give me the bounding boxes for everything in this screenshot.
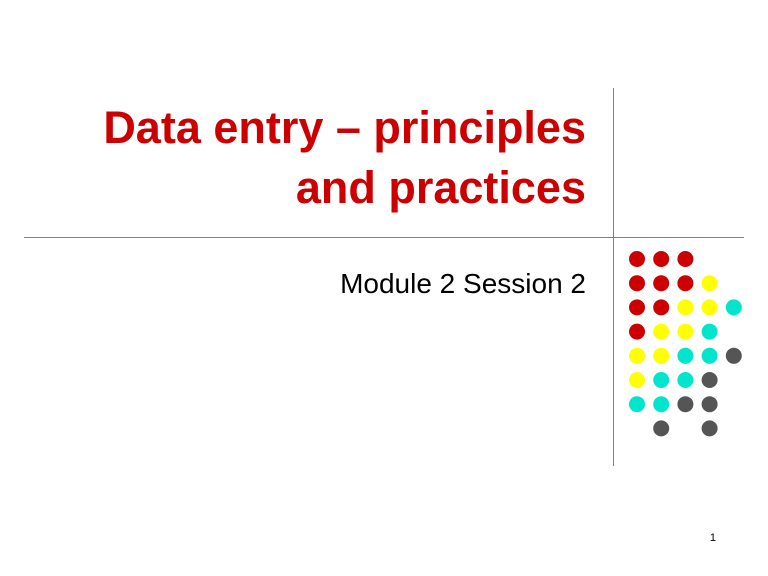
- horizontal-divider: [24, 237, 744, 238]
- dot-cyan: [701, 323, 718, 340]
- dot-red: [629, 251, 645, 267]
- title-line-2: and practices: [295, 162, 586, 213]
- dot-cyan: [701, 347, 718, 364]
- dot-yellow: [701, 299, 718, 316]
- dot-gray: [701, 396, 718, 413]
- dot-cyan: [725, 299, 742, 316]
- dot-cyan: [677, 347, 694, 364]
- dot-yellow: [701, 275, 718, 292]
- dot-yellow: [653, 323, 670, 340]
- dot-cyan: [677, 372, 694, 388]
- dot-cyan: [653, 396, 670, 413]
- dot-gray: [677, 396, 694, 413]
- vertical-divider: [613, 88, 614, 466]
- dot-yellow: [653, 347, 670, 364]
- dot-yellow: [677, 299, 694, 316]
- dot-red: [653, 251, 670, 267]
- slide-subtitle: Module 2 Session 2: [340, 268, 586, 299]
- dot-gray: [725, 347, 742, 364]
- dot-yellow: [629, 347, 645, 364]
- dot-red: [629, 323, 645, 340]
- dot-gray: [701, 420, 718, 437]
- dot-gray: [653, 420, 670, 437]
- dot-red: [677, 251, 694, 267]
- slide-title: Data entry – principles and practices: [26, 98, 586, 218]
- dot-red: [653, 275, 670, 292]
- dot-cyan: [629, 396, 645, 413]
- dot-yellow: [677, 323, 694, 340]
- dot-yellow: [629, 372, 645, 388]
- dot-gray: [701, 372, 718, 388]
- dot-cyan: [653, 372, 670, 388]
- page-number: 1: [709, 532, 716, 544]
- dot-red: [653, 299, 670, 316]
- title-line-1: Data entry – principles: [103, 102, 586, 153]
- dot-red: [677, 275, 694, 292]
- dot-red: [629, 299, 645, 316]
- dot-red: [629, 275, 645, 292]
